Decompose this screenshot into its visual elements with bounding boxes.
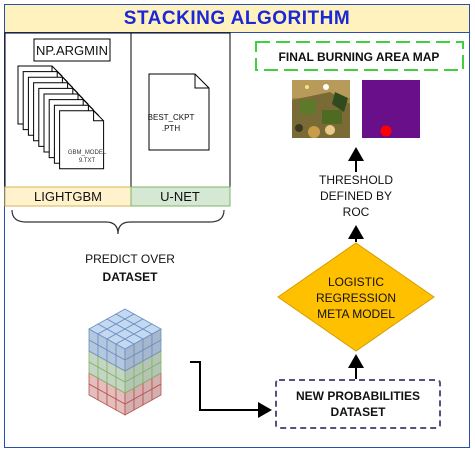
curly-brace bbox=[11, 209, 225, 235]
new-probabilities-label-1: NEW PROBABILITIES bbox=[296, 389, 420, 403]
diagram-frame bbox=[4, 4, 470, 448]
final-map-label-box bbox=[255, 41, 464, 71]
title-bar: STACKING ALGORITHM bbox=[5, 5, 469, 33]
diagram-title: STACKING ALGORITHM bbox=[123, 7, 351, 29]
unet-label-bg bbox=[130, 186, 231, 207]
final-map-label: FINAL BURNING AREA MAP bbox=[279, 50, 440, 64]
unet-label: U-NET bbox=[160, 189, 200, 204]
lightgbm-label: LIGHTGBM bbox=[34, 189, 102, 204]
cube-cell bbox=[142, 323, 162, 335]
predict-label-2: DATASET bbox=[103, 270, 159, 284]
unet-file-fold bbox=[194, 74, 209, 89]
meta-model-label-2: REGRESSION bbox=[316, 291, 396, 305]
unet-file-icon bbox=[148, 73, 210, 151]
argmin-label: NP.ARGMIN bbox=[36, 43, 108, 58]
threshold-label-3: ROC bbox=[343, 205, 370, 219]
meta-model-label-1: LOGISTIC bbox=[328, 275, 384, 289]
new-probabilities-label-2: DATASET bbox=[331, 405, 387, 419]
arrow-cube-to-probabilities bbox=[190, 361, 272, 418]
lightgbm-file-label-2: 9.TXT bbox=[79, 158, 96, 164]
meta-model-label-3: META MODEL bbox=[317, 307, 395, 321]
burn-mask-image bbox=[362, 80, 420, 138]
lightgbm-file-fold bbox=[93, 110, 104, 122]
lightgbm-file-stack bbox=[17, 65, 105, 170]
new-probabilities-box bbox=[275, 379, 441, 429]
predict-label-1: PREDICT OVER bbox=[85, 252, 175, 266]
argmin-box bbox=[33, 38, 111, 62]
meta-model-diamond bbox=[277, 242, 435, 352]
unet-file-label-1: BEST_CKPT bbox=[148, 113, 195, 122]
lightgbm-file-icon bbox=[59, 110, 105, 170]
unet-file-label-2: .PTH bbox=[162, 124, 180, 133]
lightgbm-file-label-1: GBM_MODEL bbox=[68, 150, 107, 156]
dataset-cube bbox=[88, 308, 162, 416]
threshold-label-1: THRESHOLD bbox=[319, 173, 393, 187]
satellite-image bbox=[292, 80, 350, 138]
threshold-label-2: DEFINED BY bbox=[320, 189, 392, 203]
